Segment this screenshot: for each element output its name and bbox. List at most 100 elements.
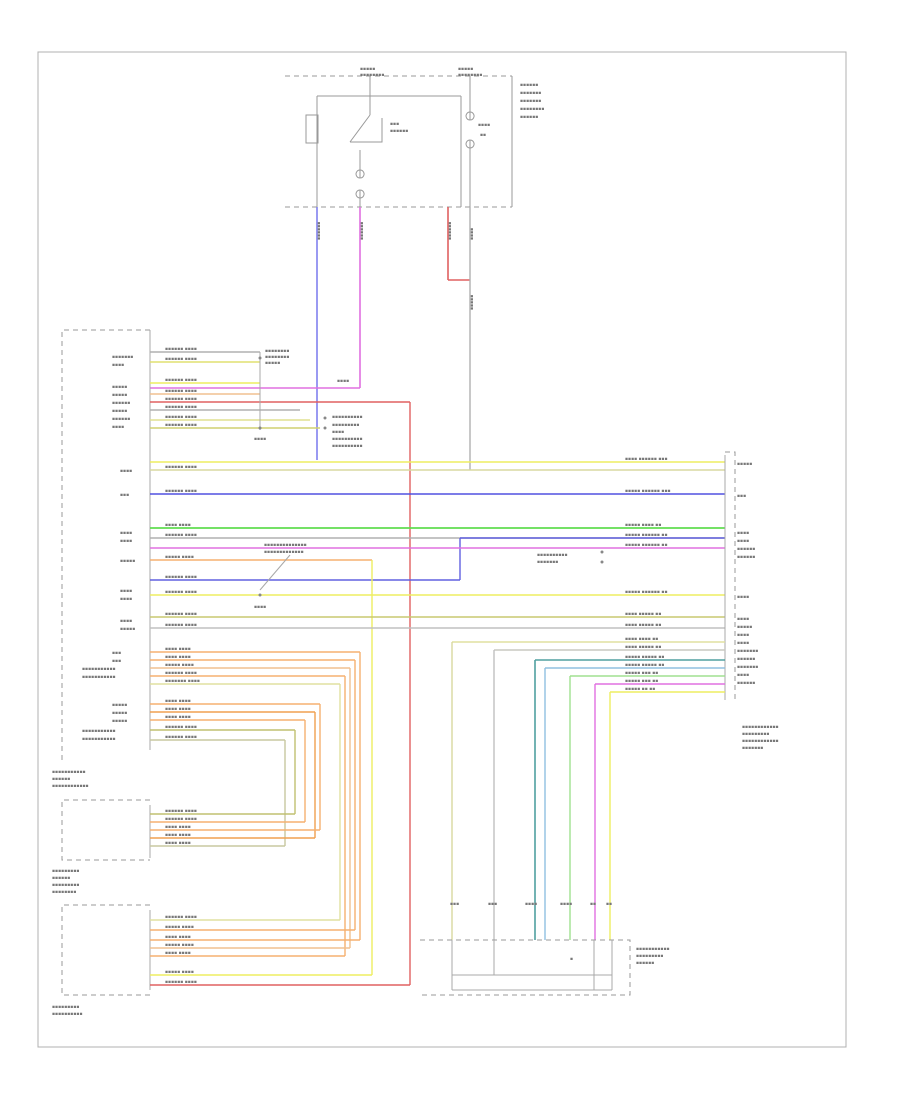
svg-text:▪▪▪▪: ▪▪▪▪: [737, 617, 749, 622]
svg-text:▪▪▪▪▪ ▪▪▪▪: ▪▪▪▪▪ ▪▪▪▪: [165, 943, 194, 948]
svg-text:▪▪▪▪▪▪▪▪▪▪: ▪▪▪▪▪▪▪▪▪▪: [332, 415, 363, 420]
svg-text:▪▪▪▪▪▪▪: ▪▪▪▪▪▪▪: [112, 355, 133, 360]
svg-text:▪▪▪▪▪▪ ▪▪▪▪: ▪▪▪▪▪▪ ▪▪▪▪: [165, 489, 197, 494]
svg-text:▪▪▪▪ ▪▪▪▪: ▪▪▪▪ ▪▪▪▪: [165, 715, 191, 720]
svg-text:▪▪▪▪▪▪ ▪▪▪▪: ▪▪▪▪▪▪ ▪▪▪▪: [165, 423, 197, 428]
svg-text:▪▪▪▪▪▪: ▪▪▪▪▪▪: [360, 222, 365, 240]
svg-text:▪▪▪▪▪▪ ▪▪▪▪: ▪▪▪▪▪▪ ▪▪▪▪: [165, 575, 197, 580]
svg-text:▪: ▪: [570, 957, 573, 962]
svg-text:▪▪▪: ▪▪▪: [112, 651, 121, 656]
svg-text:▪▪▪▪▪▪: ▪▪▪▪▪▪: [112, 417, 130, 422]
svg-text:▪▪▪▪: ▪▪▪▪: [120, 539, 132, 544]
svg-text:▪▪▪▪▪: ▪▪▪▪▪: [112, 719, 127, 724]
right-module: ▪▪▪▪▪▪▪▪▪▪▪▪ ▪▪▪▪▪▪▪▪▪ ▪▪▪▪▪▪▪▪▪▪▪▪ ▪▪▪▪…: [724, 451, 779, 751]
svg-text:▪▪▪▪▪▪▪▪▪: ▪▪▪▪▪▪▪▪▪: [636, 954, 663, 959]
svg-text:▪▪▪▪: ▪▪▪▪: [470, 228, 475, 240]
svg-text:▪▪▪▪▪▪▪: ▪▪▪▪▪▪▪: [537, 560, 558, 565]
svg-text:▪▪▪▪: ▪▪▪▪: [112, 425, 124, 430]
svg-text:▪▪▪▪: ▪▪▪▪: [737, 595, 749, 600]
svg-text:▪▪▪▪ ▪▪▪▪▪▪ ▪▪▪: ▪▪▪▪ ▪▪▪▪▪▪ ▪▪▪: [625, 457, 668, 462]
svg-text:▪▪▪▪▪▪▪▪▪▪▪▪: ▪▪▪▪▪▪▪▪▪▪▪▪: [52, 784, 89, 789]
svg-text:▪▪▪▪▪▪▪▪: ▪▪▪▪▪▪▪▪: [52, 890, 76, 895]
svg-text:▪▪▪▪: ▪▪▪▪: [254, 605, 266, 610]
svg-text:▪▪▪▪▪▪▪▪▪▪▪: ▪▪▪▪▪▪▪▪▪▪▪: [636, 947, 670, 952]
right-drop-wires: ▪▪▪ ▪▪▪ ▪▪▪▪ ▪▪▪▪ ▪▪ ▪▪: [450, 641, 725, 940]
svg-text:▪▪▪▪ ▪▪▪▪: ▪▪▪▪ ▪▪▪▪: [165, 841, 191, 846]
svg-text:▪▪▪▪▪▪ ▪▪▪▪: ▪▪▪▪▪▪ ▪▪▪▪: [165, 405, 197, 410]
left-module: ▪▪▪▪▪▪▪▪▪▪▪ ▪▪▪▪▪▪ ▪▪▪▪▪▪▪▪▪▪▪▪: [52, 329, 151, 789]
svg-text:▪▪▪▪▪: ▪▪▪▪▪: [112, 393, 127, 398]
svg-text:▪▪▪▪▪ ▪▪▪▪▪ ▪▪: ▪▪▪▪▪ ▪▪▪▪▪ ▪▪: [625, 655, 664, 660]
svg-text:▪▪: ▪▪: [590, 902, 596, 907]
svg-text:▪▪▪▪▪▪ ▪▪▪▪: ▪▪▪▪▪▪ ▪▪▪▪: [165, 725, 197, 730]
svg-text:▪▪▪: ▪▪▪: [112, 659, 121, 664]
svg-text:▪▪▪▪▪▪ ▪▪▪▪: ▪▪▪▪▪▪ ▪▪▪▪: [165, 357, 197, 362]
range-sensor: ▪ ▪▪▪▪▪▪▪▪▪▪▪ ▪▪▪▪▪▪▪▪▪ ▪▪▪▪▪▪: [420, 939, 670, 996]
svg-text:▪▪▪▪▪ ▪▪▪▪▪▪ ▪▪: ▪▪▪▪▪ ▪▪▪▪▪▪ ▪▪: [625, 590, 668, 595]
svg-text:▪▪▪▪▪▪▪▪▪: ▪▪▪▪▪▪▪▪▪: [52, 869, 79, 874]
svg-text:▪▪▪▪: ▪▪▪▪: [737, 531, 749, 536]
supply-wires: ▪▪▪▪▪▪ ▪▪▪▪▪▪ ▪▪▪▪▪▪ ▪▪▪▪ ▪▪▪▪▪: [150, 207, 475, 470]
svg-text:▪▪▪▪▪▪ ▪▪▪▪: ▪▪▪▪▪▪ ▪▪▪▪: [165, 671, 197, 676]
svg-text:▪▪▪▪▪▪▪▪▪▪: ▪▪▪▪▪▪▪▪▪▪: [537, 553, 568, 558]
svg-text:▪▪▪▪▪ ▪▪▪ ▪▪: ▪▪▪▪▪ ▪▪▪ ▪▪: [625, 679, 658, 684]
svg-text:▪▪▪▪▪▪ ▪▪▪▪: ▪▪▪▪▪▪ ▪▪▪▪: [165, 817, 197, 822]
svg-text:▪▪▪▪▪▪▪: ▪▪▪▪▪▪▪: [520, 99, 541, 104]
svg-text:▪▪▪▪▪: ▪▪▪▪▪: [112, 703, 127, 708]
svg-text:▪▪▪▪ ▪▪▪▪▪ ▪▪: ▪▪▪▪ ▪▪▪▪▪ ▪▪: [625, 645, 661, 650]
svg-text:▪▪▪▪▪▪ ▪▪▪▪: ▪▪▪▪▪▪ ▪▪▪▪: [165, 465, 197, 470]
svg-text:▪▪▪▪▪: ▪▪▪▪▪: [112, 409, 127, 414]
svg-text:▪▪▪▪ ▪▪▪▪: ▪▪▪▪ ▪▪▪▪: [165, 825, 191, 830]
svg-text:▪▪▪▪▪▪: ▪▪▪▪▪▪: [448, 222, 453, 240]
svg-text:▪▪▪▪▪▪▪▪▪▪▪: ▪▪▪▪▪▪▪▪▪▪▪: [82, 729, 116, 734]
svg-text:▪▪▪▪▪▪: ▪▪▪▪▪▪: [52, 777, 70, 782]
svg-text:▪▪▪▪: ▪▪▪▪: [737, 641, 749, 646]
svg-text:▪▪▪: ▪▪▪: [120, 493, 129, 498]
svg-text:▪▪▪▪ ▪▪▪▪: ▪▪▪▪ ▪▪▪▪: [165, 699, 191, 704]
svg-text:▪▪▪▪▪▪▪▪▪▪: ▪▪▪▪▪▪▪▪▪▪: [332, 437, 363, 442]
svg-text:▪▪▪▪▪▪▪▪▪▪▪: ▪▪▪▪▪▪▪▪▪▪▪: [82, 737, 116, 742]
svg-text:▪▪▪▪▪▪: ▪▪▪▪▪▪: [520, 115, 538, 120]
svg-text:▪▪: ▪▪: [606, 902, 612, 907]
svg-text:▪▪▪▪: ▪▪▪▪: [120, 589, 132, 594]
bottom-left-module: ▪▪▪▪▪▪▪▪▪ ▪▪▪▪▪▪▪▪▪▪: [52, 904, 410, 1017]
svg-text:▪▪▪▪▪▪▪ ▪▪▪▪: ▪▪▪▪▪▪▪ ▪▪▪▪: [165, 679, 200, 684]
right-pin-labels: ▪▪▪▪▪ ▪▪▪ ▪▪▪▪ ▪▪▪▪ ▪▪▪▪▪▪ ▪▪▪▪▪▪ ▪▪▪▪ ▪…: [737, 462, 758, 686]
svg-text:▪▪▪▪ ▪▪▪▪: ▪▪▪▪ ▪▪▪▪: [165, 523, 191, 528]
svg-text:▪▪▪▪▪▪ ▪▪▪▪: ▪▪▪▪▪▪ ▪▪▪▪: [165, 623, 197, 628]
svg-text:▪▪▪▪▪▪▪▪▪▪▪▪: ▪▪▪▪▪▪▪▪▪▪▪▪: [742, 725, 779, 730]
svg-text:▪▪▪▪: ▪▪▪▪: [560, 902, 572, 907]
svg-text:▪▪▪▪▪ ▪▪▪▪▪▪ ▪▪: ▪▪▪▪▪ ▪▪▪▪▪▪ ▪▪: [625, 533, 668, 538]
svg-text:▪▪▪▪▪: ▪▪▪▪▪: [265, 361, 280, 366]
svg-text:▪▪▪▪▪▪▪: ▪▪▪▪▪▪▪: [737, 665, 758, 670]
svg-text:▪▪▪: ▪▪▪: [737, 494, 746, 499]
fuse-relay-area: ▪▪▪▪▪ ▪▪▪▪▪ ▪▪▪▪▪▪▪▪ ▪▪▪▪▪▪▪▪ ▪▪▪ ▪▪▪▪▪▪…: [285, 67, 544, 208]
svg-text:▪▪▪▪▪▪▪: ▪▪▪▪▪▪▪: [737, 649, 758, 654]
svg-text:▪▪▪▪▪▪ ▪▪▪▪: ▪▪▪▪▪▪ ▪▪▪▪: [165, 347, 197, 352]
svg-text:▪▪▪▪ ▪▪▪▪: ▪▪▪▪ ▪▪▪▪: [165, 935, 191, 940]
svg-text:▪▪▪▪▪: ▪▪▪▪▪: [120, 627, 135, 632]
svg-text:▪▪▪▪: ▪▪▪▪: [337, 379, 349, 384]
svg-text:▪▪▪▪▪: ▪▪▪▪▪: [470, 295, 475, 310]
svg-text:▪▪▪▪▪▪▪▪: ▪▪▪▪▪▪▪▪: [360, 73, 384, 78]
svg-text:▪▪▪▪: ▪▪▪▪: [254, 437, 266, 442]
sensor-module: ▪▪▪▪▪▪▪▪▪ ▪▪▪▪▪▪ ▪▪▪▪▪▪▪▪▪ ▪▪▪▪▪▪▪▪: [52, 799, 320, 895]
svg-text:▪▪▪: ▪▪▪: [450, 902, 459, 907]
svg-text:▪▪▪▪▪▪: ▪▪▪▪▪▪: [737, 555, 755, 560]
svg-text:▪▪▪▪: ▪▪▪▪: [737, 673, 749, 678]
svg-text:▪▪▪▪▪ ▪▪▪▪: ▪▪▪▪▪ ▪▪▪▪: [165, 555, 194, 560]
svg-text:▪▪: ▪▪: [480, 133, 486, 138]
svg-text:▪▪▪▪▪ ▪▪▪▪: ▪▪▪▪▪ ▪▪▪▪: [165, 970, 194, 975]
svg-text:▪▪▪▪▪: ▪▪▪▪▪: [458, 67, 473, 72]
svg-text:▪▪▪▪: ▪▪▪▪: [120, 531, 132, 536]
svg-text:▪▪▪▪▪ ▪▪▪▪▪▪ ▪▪▪: ▪▪▪▪▪ ▪▪▪▪▪▪ ▪▪▪: [625, 489, 671, 494]
svg-text:▪▪▪▪ ▪▪▪▪: ▪▪▪▪ ▪▪▪▪: [165, 655, 191, 660]
svg-text:▪▪▪▪▪ ▪▪▪▪▪▪ ▪▪: ▪▪▪▪▪ ▪▪▪▪▪▪ ▪▪: [625, 543, 668, 548]
svg-text:▪▪▪▪▪▪▪▪▪▪▪: ▪▪▪▪▪▪▪▪▪▪▪: [82, 667, 116, 672]
svg-text:▪▪▪▪: ▪▪▪▪: [737, 633, 749, 638]
svg-text:▪▪▪▪▪: ▪▪▪▪▪: [360, 67, 375, 72]
svg-text:▪▪▪▪▪▪▪: ▪▪▪▪▪▪▪: [520, 91, 541, 96]
svg-text:▪▪▪▪ ▪▪▪▪: ▪▪▪▪ ▪▪▪▪: [165, 707, 191, 712]
svg-text:▪▪▪▪▪: ▪▪▪▪▪: [112, 385, 127, 390]
